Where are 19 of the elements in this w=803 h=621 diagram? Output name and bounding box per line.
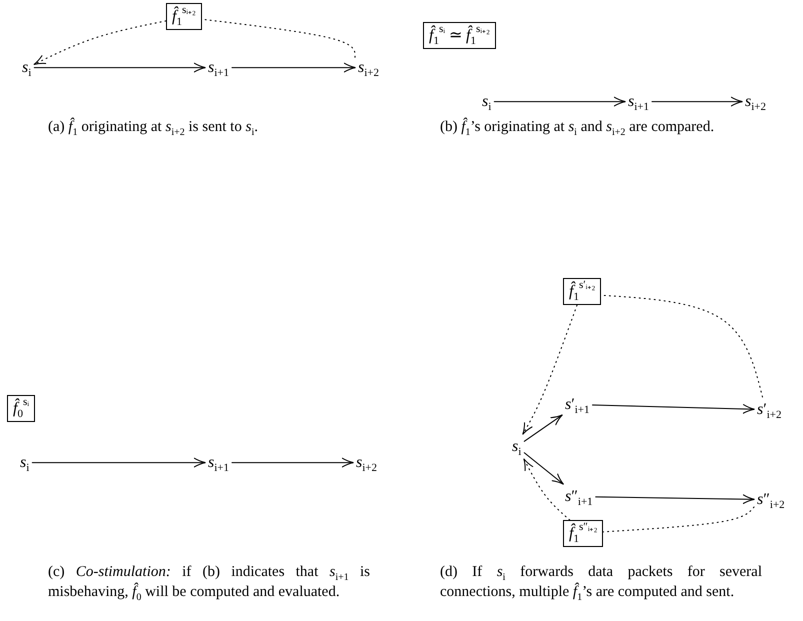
node-label: s′$_{i+2}$ — [757, 400, 782, 420]
dotted-line — [602, 506, 754, 532]
node-label: s$_{i+2}$ — [745, 92, 766, 112]
node-label: s$_{i+1}$ — [208, 58, 229, 78]
node-label: s″$_{i+2}$ — [757, 490, 785, 510]
node-label: s$_{i+1}$ — [628, 92, 649, 112]
caption-text: (d) If s$_{i}$ forwards data packets for several connections, multiple f̂$_{1}$’s are computed and sent. — [440, 563, 762, 602]
node-label: s$_{i}$ — [482, 92, 492, 112]
caption-text: (b) f̂$_{1}$’s originating at s$_{i}$ and s$_{i+2}$ are compared. — [440, 118, 716, 138]
caption-text: (a) f̂$_{1}$ originating at s$_{i+2}$ is sent to s$_{i}$. — [48, 118, 259, 138]
node-label: s″$_{i+1}$ — [565, 487, 593, 506]
node-label: s$_{i}$ — [20, 453, 30, 472]
node-label: s$_{i+2}$ — [356, 453, 377, 472]
node-label: s$_{i}$ — [22, 58, 32, 78]
node-label: s$_{i}$ — [512, 437, 522, 456]
caption-text: (c) Co-stimulation: if (b) indicates that s$_{i+1}$ is misbehaving, f̂$_{0}$ will be computed and evaluated. — [48, 563, 370, 602]
node-label: s$_{i+2}$ — [358, 58, 379, 78]
node-label: s$_{i+1}$ — [208, 453, 229, 472]
node-label: s′$_{i+1}$ — [565, 395, 590, 414]
